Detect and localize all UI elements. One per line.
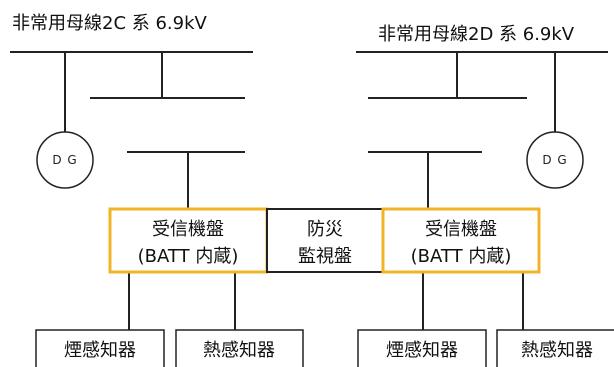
center-monitor-panel: 防災 監視盤 (266, 208, 384, 273)
left-generator: D G (36, 131, 94, 189)
left-heat-detector-box (175, 329, 304, 367)
center-monitor-subtitle: 監視盤 (298, 246, 352, 267)
right-smoke-detector-box (357, 329, 487, 367)
right-heat-detector-box (496, 329, 614, 367)
right-smoke-detector: 煙感知器 (357, 329, 487, 367)
wiring (10, 51, 608, 330)
left-heat-detector-label: 熱感知器 (203, 340, 275, 361)
left-smoke-detector-box (35, 329, 165, 367)
left-generator-circle-icon (36, 131, 94, 189)
center-monitor-title: 防災 (307, 219, 343, 240)
right-receiver-title: 受信機盤 (425, 219, 497, 240)
right-generator-label: D G (542, 153, 567, 167)
right-generator-circle-icon (526, 131, 584, 189)
right-heat-detector-label: 熱感知器 (521, 340, 593, 361)
right-receiver-subtitle: (BATT 内蔵) (411, 246, 512, 267)
left-bus-label: 非常用母線2C 系 6.9kV (12, 13, 208, 34)
left-smoke-detector: 煙感知器 (35, 329, 165, 367)
right-smoke-detector-label: 煙感知器 (386, 340, 458, 361)
left-heat-detector: 熱感知器 (175, 329, 304, 367)
right-bus-label: 非常用母線2D 系 6.9kV (378, 24, 575, 45)
left-receiver-panel: 受信機盤 (BATT 内蔵) (108, 207, 269, 274)
left-generator-label: D G (52, 153, 77, 167)
left-receiver-box (108, 207, 269, 274)
left-receiver-title: 受信機盤 (152, 219, 224, 240)
left-smoke-detector-label: 煙感知器 (64, 340, 136, 361)
center-monitor-box (266, 208, 384, 273)
right-receiver-box (381, 207, 541, 274)
right-receiver-panel: 受信機盤 (BATT 内蔵) (381, 207, 541, 274)
right-heat-detector: 熱感知器 (496, 329, 614, 367)
left-receiver-subtitle: (BATT 内蔵) (138, 246, 239, 267)
right-generator: D G (526, 131, 584, 189)
